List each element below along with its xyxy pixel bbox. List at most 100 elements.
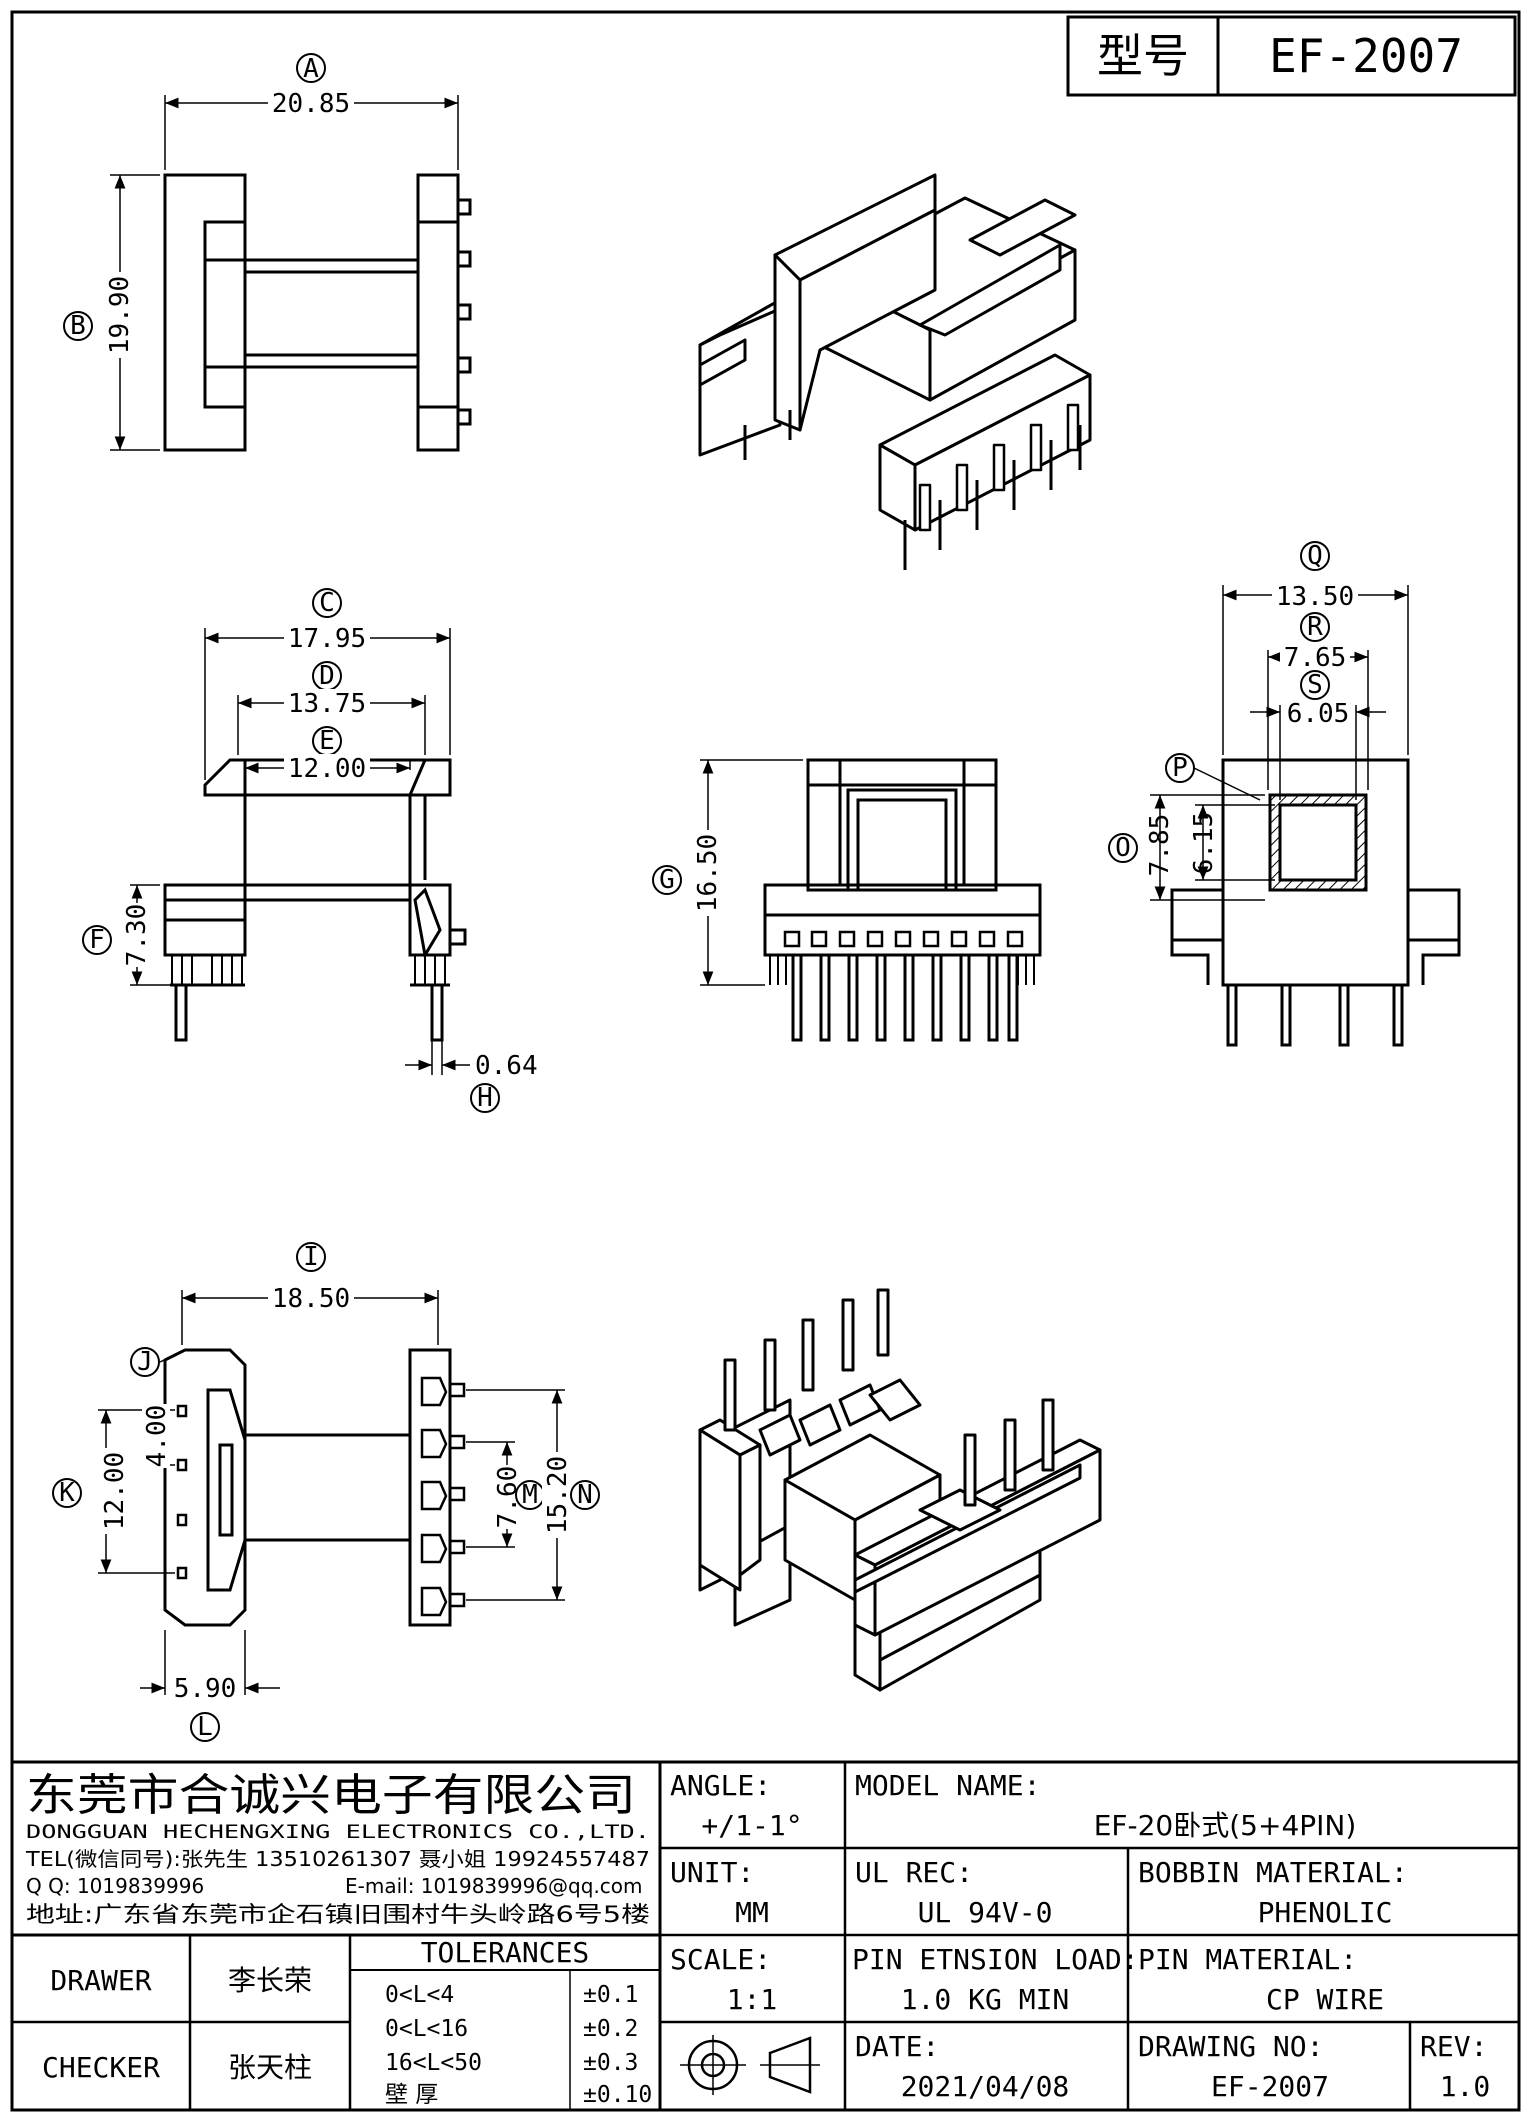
svg-text:13.50: 13.50 (1276, 582, 1354, 612)
sheet-border (10, 10, 1521, 2112)
tolerance-range-3: 16<L<50 (385, 2050, 482, 2076)
view-side (130, 628, 470, 1075)
ul-rec-value: UL 94V-0 (918, 1896, 1053, 1929)
dim-D: D 13.75 (284, 661, 370, 719)
svg-text:6.05: 6.05 (1287, 699, 1350, 729)
svg-text:7.65: 7.65 (1284, 643, 1347, 673)
dim-C: C 17.95 (284, 588, 370, 654)
dim-R: R 7.65 (1280, 612, 1350, 673)
projection-symbol-icon (680, 2035, 820, 2095)
drawing-no-label: DRAWING NO: (1138, 2030, 1323, 2063)
model-name-value: EF-20卧式(5+4PIN) (1094, 1809, 1357, 1842)
checker-label: CHECKER (42, 2051, 160, 2084)
svg-text:S: S (1307, 670, 1323, 700)
svg-text:17.95: 17.95 (288, 624, 366, 654)
dim-F: F 7.30 (82, 903, 152, 967)
svg-text:13.75: 13.75 (288, 689, 366, 719)
model-header: 型号 EF-2007 (1066, 15, 1517, 97)
angle-label: ANGLE: (670, 1769, 771, 1802)
dim-Q: Q 13.50 (1272, 541, 1358, 612)
svg-text:6.15: 6.15 (1189, 812, 1219, 875)
title-block (12, 1760, 1519, 2110)
dim-H: 0.64 H (470, 1051, 538, 1113)
date-value: 2021/04/08 (901, 2070, 1070, 2103)
svg-text:F: F (89, 925, 105, 955)
svg-text:5.90: 5.90 (174, 1674, 237, 1704)
tolerance-value-3: ±0.3 (583, 2050, 638, 2076)
svg-text:7.60: 7.60 (493, 1466, 523, 1529)
dim-M: 7.60 M (492, 1465, 545, 1529)
svg-text:Q: Q (1307, 541, 1323, 571)
svg-text:C: C (319, 588, 335, 618)
dim-P: P 6.15 (1165, 753, 1261, 875)
dim-O: O 7.85 (1108, 814, 1175, 877)
view-front (700, 758, 1042, 1042)
view-end (1150, 585, 1461, 1047)
dim-G: G 16.50 (652, 830, 723, 916)
company-info: 东莞市合诚兴电子有限公司 DONGGUAN HECHENGXING ELECTR… (25, 1770, 650, 1928)
drawing-no-value: EF-2007 (1211, 2070, 1329, 2103)
dim-B: B 19.90 (63, 272, 135, 358)
company-qq: Q Q: 1019839996 (26, 1874, 204, 1898)
dim-I: I 18.50 (268, 1242, 354, 1314)
svg-text:A: A (303, 54, 319, 84)
unit-label: UNIT: (670, 1856, 754, 1889)
dim-L: 5.90 L (174, 1674, 237, 1742)
bobbin-material-value: PHENOLIC (1258, 1896, 1393, 1929)
svg-text:H: H (477, 1083, 493, 1113)
dim-S: S 6.05 (1287, 670, 1350, 729)
svg-text:15.20: 15.20 (543, 1456, 573, 1534)
isometric-view-top (698, 173, 1092, 570)
title-block-fields: ANGLE: +/1-1° MODEL NAME: EF-20卧式(5+4PIN… (42, 1769, 1490, 2108)
tolerance-range-1: 0<L<4 (385, 1982, 454, 2008)
dim-J: J (130, 1347, 160, 1377)
company-tel: TEL(微信同号):张先生 13510261307 聂小姐 1992455748… (25, 1847, 650, 1871)
svg-text:12.00: 12.00 (100, 1452, 130, 1530)
svg-text:N: N (577, 1480, 593, 1510)
svg-text:O: O (1115, 833, 1131, 863)
dim-K: K 12.00 4.00 (52, 1404, 172, 1534)
svg-text:D: D (319, 661, 335, 691)
svg-text:16.50: 16.50 (693, 834, 723, 912)
tolerance-range-2: 0<L<16 (385, 2016, 468, 2042)
tolerance-range-4: 壁 厚 (385, 2082, 438, 2108)
svg-text:7.85: 7.85 (1145, 814, 1175, 877)
isometric-view-bottom (698, 1288, 1102, 1692)
scale-value: 1:1 (727, 1983, 778, 2016)
model-label: 型号 (1097, 29, 1189, 83)
view-top-left (110, 95, 472, 452)
svg-text:7.30: 7.30 (122, 904, 152, 967)
view-bottom (98, 1290, 565, 1695)
svg-text:4.00: 4.00 (142, 1405, 172, 1468)
svg-text:K: K (59, 1478, 75, 1508)
svg-text:18.50: 18.50 (272, 1284, 350, 1314)
rev-label: REV: (1420, 2030, 1487, 2063)
svg-text:B: B (70, 311, 86, 341)
rev-value: 1.0 (1440, 2070, 1491, 2103)
svg-text:J: J (137, 1347, 153, 1377)
svg-text:0.64: 0.64 (475, 1051, 538, 1081)
date-label: DATE: (855, 2030, 939, 2063)
svg-text:I: I (303, 1242, 319, 1272)
svg-text:L: L (197, 1712, 213, 1742)
pin-material-label: PIN MATERIAL: (1138, 1943, 1357, 1976)
drawer-value: 李长荣 (228, 1964, 312, 1997)
company-address: 地址:广东省东莞市企石镇旧围村牛头岭路6号5楼 (26, 1903, 650, 1928)
svg-text:M: M (522, 1480, 538, 1510)
drawer-label: DRAWER (50, 1964, 151, 1997)
tolerances-title: TOLERANCES (421, 1936, 590, 1969)
dim-E: E 12.00 (284, 726, 370, 784)
tolerance-value-2: ±0.2 (583, 2016, 638, 2042)
pin-material-value: CP WIRE (1266, 1983, 1384, 2016)
svg-text:E: E (319, 726, 335, 756)
dim-N: 15.20 N (542, 1452, 600, 1538)
tolerance-value-4: ±0.10 (583, 2082, 652, 2108)
svg-text:G: G (659, 865, 675, 895)
model-name-label: MODEL NAME: (855, 1769, 1040, 1802)
unit-value: MM (735, 1896, 769, 1929)
angle-value: +/1-1° (701, 1809, 802, 1842)
svg-text:19.90: 19.90 (105, 276, 135, 354)
model-value: EF-2007 (1269, 29, 1463, 83)
tolerance-value-1: ±0.1 (583, 1982, 638, 2008)
